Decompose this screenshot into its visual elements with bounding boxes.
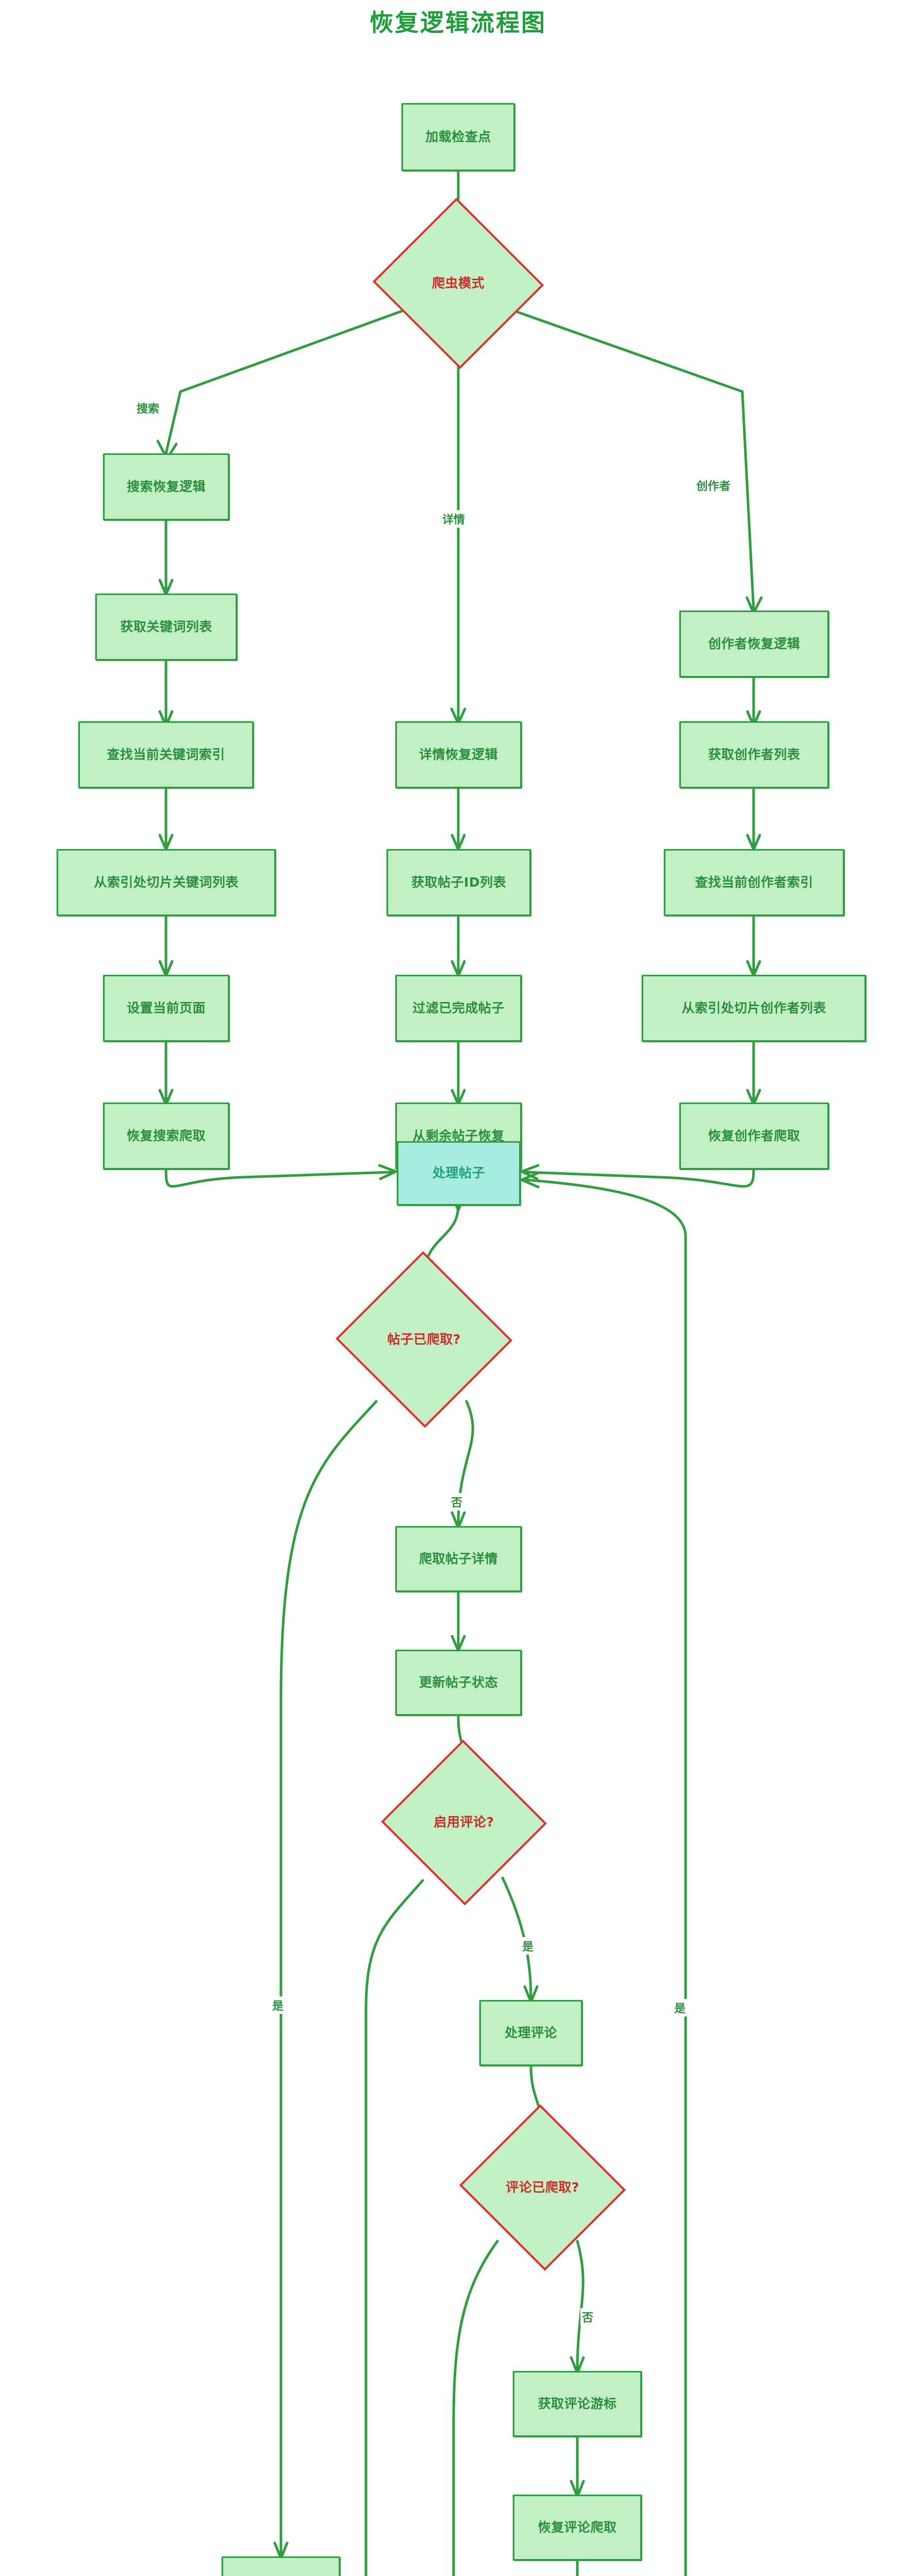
node-label: 查找当前关键词索引: [107, 747, 225, 762]
node-resume-search-crawl[interactable]: 恢复搜索爬取: [103, 1103, 229, 1170]
node-label: 设置当前页面: [126, 1000, 206, 1015]
node-label: 更新帖子状态: [419, 1674, 498, 1690]
node-get-comment-cursor[interactable]: 获取评论游标: [513, 2371, 642, 2437]
node-label: 帖子已爬取?: [387, 1331, 461, 1347]
edge-label-mode-search: 搜索: [135, 399, 161, 417]
edge-label-more-posts-yes: 是: [673, 1999, 688, 2016]
node-label: 搜索恢复逻辑: [126, 479, 206, 494]
node-resume-creator-crawl[interactable]: 恢复创作者爬取: [679, 1103, 829, 1170]
node-label: 获取帖子ID列表: [411, 874, 507, 890]
edge-label-comments-crawled-no: 否: [580, 2308, 595, 2326]
node-get-post-id-list[interactable]: 获取帖子ID列表: [387, 849, 531, 916]
node-label: 恢复评论爬取: [538, 2519, 617, 2535]
edge-label-enable-comments-yes: 是: [521, 1937, 536, 1955]
node-label: 处理评论: [504, 2025, 557, 2040]
node-slice-creator-list[interactable]: 从索引处切片创作者列表: [642, 975, 866, 1042]
edge-label-post-crawled-yes: 是: [271, 1996, 286, 2014]
node-crawl-post-detail[interactable]: 爬取帖子详情: [395, 1526, 522, 1592]
node-label: 获取关键词列表: [120, 619, 212, 634]
node-label: 恢复搜索爬取: [126, 1128, 206, 1143]
node-set-current-page[interactable]: 设置当前页面: [103, 975, 229, 1042]
node-enable-comments-decision[interactable]: 启用评论?: [381, 1739, 547, 1906]
edge-label-mode-creator: 创作者: [695, 477, 732, 494]
edge-label-mode-detail: 详情: [441, 510, 467, 528]
node-slice-keyword-list[interactable]: 从索引处切片关键词列表: [57, 849, 276, 916]
node-process-comments[interactable]: 处理评论: [479, 2000, 582, 2066]
node-label: 评论已爬取?: [506, 2179, 579, 2195]
node-label: 处理帖子: [432, 1165, 485, 1181]
edge-label-post-crawled-no: 否: [449, 1493, 464, 1511]
node-comments-crawled-decision[interactable]: 评论已爬取?: [459, 2104, 626, 2271]
node-label: 获取评论游标: [538, 2396, 617, 2411]
node-get-keyword-list[interactable]: 获取关键词列表: [95, 594, 237, 660]
node-search-recover-logic[interactable]: 搜索恢复逻辑: [103, 453, 229, 520]
node-label: 爬取帖子详情: [419, 1551, 498, 1566]
node-post-crawled-decision[interactable]: 帖子已爬取?: [336, 1251, 512, 1428]
node-mode-decision-label: 爬虫模式: [431, 275, 485, 291]
node-find-current-keyword-index[interactable]: 查找当前关键词索引: [78, 721, 254, 788]
node-mode-decision[interactable]: 爬虫模式: [372, 197, 544, 369]
node-label: 详情恢复逻辑: [419, 747, 498, 762]
node-start[interactable]: 加载检查点: [402, 103, 515, 171]
node-label: 恢复创作者爬取: [708, 1128, 801, 1143]
node-detail-recover-logic[interactable]: 详情恢复逻辑: [395, 721, 522, 788]
node-label: 从剩余帖子恢复: [412, 1128, 505, 1143]
node-label: 从索引处切片创作者列表: [681, 1000, 826, 1015]
node-resume-comment-crawl[interactable]: 恢复评论爬取: [513, 2495, 642, 2561]
node-label: 启用评论?: [434, 1815, 494, 1830]
node-label: 过滤已完成帖子: [412, 1000, 505, 1015]
node-creator-recover-logic[interactable]: 创作者恢复逻辑: [679, 611, 829, 677]
node-get-creator-list[interactable]: 获取创作者列表: [679, 721, 829, 788]
node-start-label: 加载检查点: [425, 129, 491, 144]
node-label: 获取创作者列表: [708, 747, 801, 762]
node-process-post[interactable]: 处理帖子: [397, 1141, 521, 1206]
node-update-post-status[interactable]: 更新帖子状态: [395, 1650, 522, 1716]
node-label: 创作者恢复逻辑: [708, 636, 801, 651]
node-label: 从索引处切片关键词列表: [94, 874, 239, 890]
node-label: 查找当前创作者索引: [695, 874, 813, 890]
node-filter-finished-posts[interactable]: 过滤已完成帖子: [395, 975, 522, 1042]
page-title: 恢复逻辑流程图: [370, 9, 546, 37]
node-find-current-creator-index[interactable]: 查找当前创作者索引: [664, 849, 844, 916]
node-skip-post[interactable]: 跳过帖子: [222, 2556, 340, 2576]
